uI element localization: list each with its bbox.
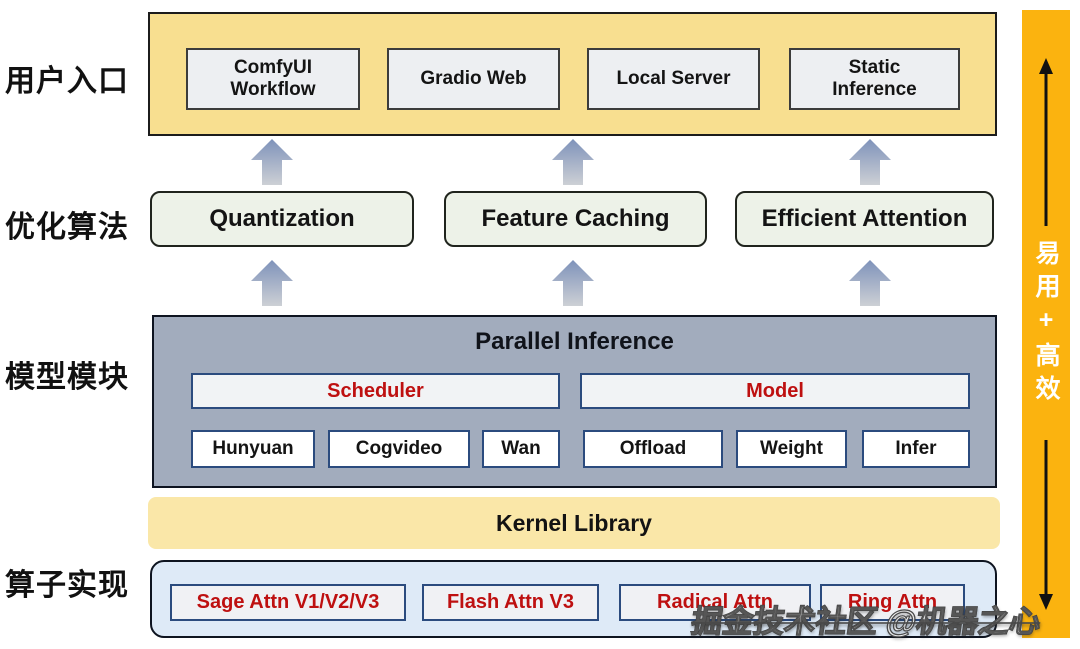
optimization-box-quantization: Quantization [150, 191, 414, 247]
thin-down-arrow-icon [1039, 440, 1053, 610]
parallel-inference-title: Parallel Inference [475, 328, 674, 355]
operator-box-flash-attn: Flash Attn V3 [422, 584, 599, 621]
operator-box-sage-attn: Sage Attn V1/V2/V3 [170, 584, 406, 621]
operator-box-ring-attn: Ring Attn [820, 584, 965, 621]
leaf-box-offload: Offload [583, 430, 723, 468]
optimization-box-feature-caching: Feature Caching [444, 191, 707, 247]
user-entry-panel: ComfyUI Workflow Gradio Web Local Server… [148, 12, 997, 136]
up-arrow-icon [552, 139, 594, 185]
row-label-model-module: 模型模块 [5, 361, 129, 394]
up-arrow-icon [251, 139, 293, 185]
parallel-inference-panel: Parallel Inference Scheduler Model Hunyu… [152, 315, 997, 488]
row-label-operators: 算子实现 [5, 569, 129, 602]
row-label-optimization: 优化算法 [5, 211, 129, 244]
up-arrow-icon [849, 260, 891, 306]
leaf-box-cogvideo: Cogvideo [328, 430, 470, 468]
up-arrow-icon [849, 139, 891, 185]
watermark: 掘金技术社区 @机器之心 [689, 603, 1044, 639]
operator-box-radical-attn: Radical Attn [619, 584, 811, 621]
side-banner: 易用+高效 [1022, 10, 1070, 638]
leaf-box-infer: Infer [862, 430, 970, 468]
group-header-scheduler: Scheduler [191, 373, 560, 409]
entry-box-local-server: Local Server [587, 48, 760, 110]
optimization-box-efficient-attention: Efficient Attention [735, 191, 994, 247]
row-label-user-entry: 用户入口 [5, 65, 129, 98]
entry-box-static-inference: Static Inference [789, 48, 960, 110]
side-banner-text: 易用+高效 [1032, 240, 1060, 408]
group-header-model: Model [580, 373, 970, 409]
thin-up-arrow-icon [1039, 58, 1053, 226]
kernel-library-bar: Kernel Library [148, 497, 1000, 549]
up-arrow-icon [552, 260, 594, 306]
leaf-box-wan: Wan [482, 430, 560, 468]
up-arrow-icon [251, 260, 293, 306]
operator-panel: Sage Attn V1/V2/V3 Flash Attn V3 Radical… [150, 560, 997, 638]
leaf-box-weight: Weight [736, 430, 847, 468]
entry-box-gradio-web: Gradio Web [387, 48, 560, 110]
leaf-box-hunyuan: Hunyuan [191, 430, 315, 468]
entry-box-comfyui-workflow: ComfyUI Workflow [186, 48, 360, 110]
